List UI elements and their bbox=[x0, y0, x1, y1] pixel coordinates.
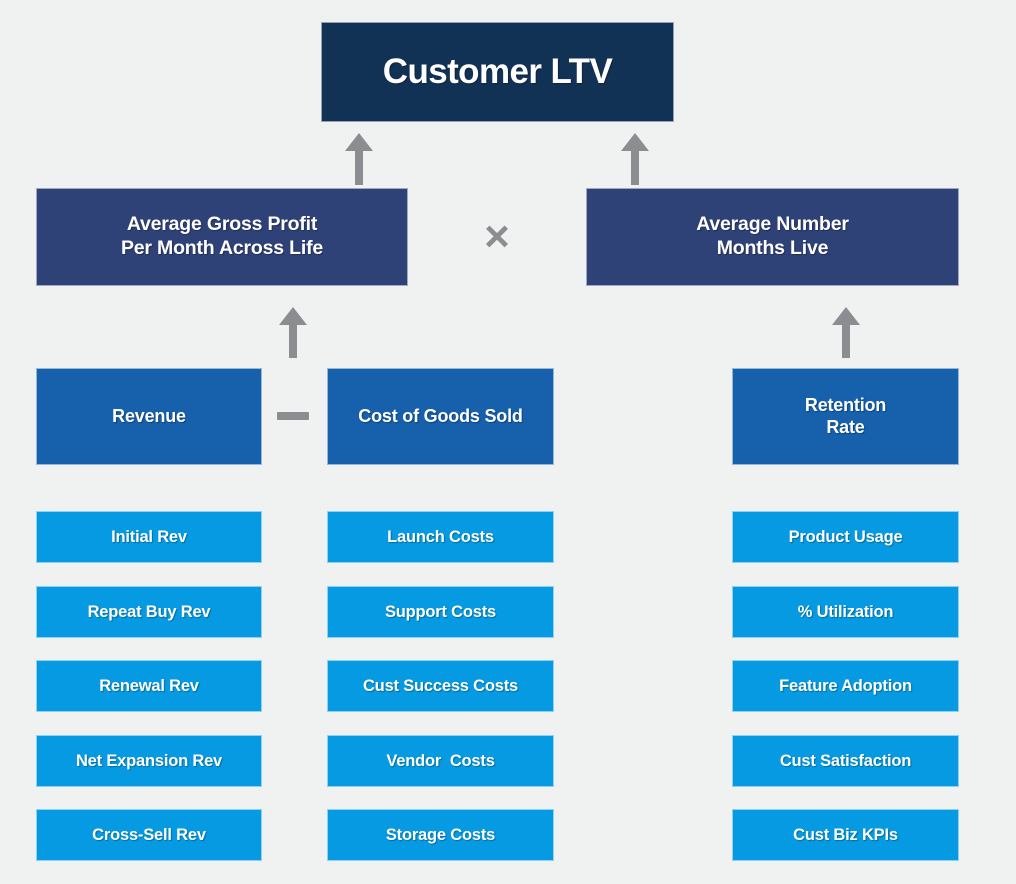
leaf-renewal-rev-label: Renewal Rev bbox=[99, 676, 199, 695]
node-revenue-label: Revenue bbox=[112, 405, 186, 426]
leaf-vendor-costs-label: Vendor Costs bbox=[386, 751, 495, 770]
leaf-initial-rev[interactable]: Initial Rev bbox=[36, 511, 262, 563]
leaf-renewal-rev[interactable]: Renewal Rev bbox=[36, 660, 262, 712]
node-average-gross-profit-line1: Average Gross Profit bbox=[126, 213, 318, 236]
leaf-feature-adoption-label: Feature Adoption bbox=[779, 676, 912, 695]
node-retention-rate-line2: Rate bbox=[826, 416, 865, 437]
leaf-utilization-label: % Utilization bbox=[797, 602, 894, 621]
leaf-product-usage-label: Product Usage bbox=[788, 527, 903, 546]
node-cost-of-goods-sold[interactable]: Cost of Goods Sold bbox=[327, 368, 554, 465]
leaf-repeat-buy-rev[interactable]: Repeat Buy Rev bbox=[36, 586, 262, 638]
node-customer-ltv-label: Customer LTV bbox=[382, 51, 613, 91]
leaf-utilization[interactable]: % Utilization bbox=[732, 586, 959, 638]
leaf-support-costs[interactable]: Support Costs bbox=[327, 586, 554, 638]
leaf-storage-costs-label: Storage Costs bbox=[385, 825, 496, 844]
node-average-number-months-live[interactable]: Average Number Months Live bbox=[586, 188, 959, 286]
multiply-operator-glyph: × bbox=[484, 212, 510, 261]
leaf-cross-sell-rev-label: Cross-Sell Rev bbox=[92, 825, 206, 844]
leaf-storage-costs[interactable]: Storage Costs bbox=[327, 809, 554, 861]
arrow-up-icon-retention-to-months bbox=[829, 305, 863, 359]
node-customer-ltv[interactable]: Customer LTV bbox=[321, 22, 674, 122]
leaf-support-costs-label: Support Costs bbox=[384, 602, 497, 621]
leaf-cust-satisfaction[interactable]: Cust Satisfaction bbox=[732, 735, 959, 787]
leaf-launch-costs-label: Launch Costs bbox=[387, 527, 494, 546]
leaf-cust-satisfaction-label: Cust Satisfaction bbox=[779, 751, 912, 770]
node-cost-of-goods-sold-label: Cost of Goods Sold bbox=[358, 405, 523, 426]
node-average-number-months-live-line2: Months Live bbox=[716, 237, 829, 259]
node-retention-rate-line1: Retention bbox=[804, 394, 887, 415]
leaf-repeat-buy-rev-label: Repeat Buy Rev bbox=[87, 602, 211, 621]
arrow-up-icon-revenue-to-profit bbox=[276, 305, 310, 359]
leaf-cust-success-costs[interactable]: Cust Success Costs bbox=[327, 660, 554, 712]
leaf-cross-sell-rev[interactable]: Cross-Sell Rev bbox=[36, 809, 262, 861]
leaf-launch-costs[interactable]: Launch Costs bbox=[327, 511, 554, 563]
minus-operator-icon bbox=[277, 412, 309, 420]
leaf-cust-success-costs-label: Cust Success Costs bbox=[362, 676, 519, 695]
node-revenue[interactable]: Revenue bbox=[36, 368, 262, 465]
arrow-up-icon-months-to-ltv bbox=[618, 131, 652, 186]
arrow-up-icon-profit-to-ltv bbox=[342, 131, 376, 186]
leaf-initial-rev-label: Initial Rev bbox=[111, 527, 187, 546]
node-average-gross-profit-line2: Per Month Across Life bbox=[120, 237, 324, 259]
multiply-operator-icon: × bbox=[473, 213, 521, 261]
leaf-net-expansion-rev-label: Net Expansion Rev bbox=[75, 751, 223, 770]
leaf-feature-adoption[interactable]: Feature Adoption bbox=[732, 660, 959, 712]
leaf-vendor-costs[interactable]: Vendor Costs bbox=[327, 735, 554, 787]
leaf-product-usage[interactable]: Product Usage bbox=[732, 511, 959, 563]
node-average-gross-profit[interactable]: Average Gross Profit Per Month Across Li… bbox=[36, 188, 408, 286]
node-average-number-months-live-line1: Average Number bbox=[696, 213, 849, 236]
leaf-cust-biz-kpis[interactable]: Cust Biz KPIs bbox=[732, 809, 959, 861]
leaf-cust-biz-kpis-label: Cust Biz KPIs bbox=[793, 825, 898, 844]
node-retention-rate[interactable]: Retention Rate bbox=[732, 368, 959, 465]
leaf-net-expansion-rev[interactable]: Net Expansion Rev bbox=[36, 735, 262, 787]
